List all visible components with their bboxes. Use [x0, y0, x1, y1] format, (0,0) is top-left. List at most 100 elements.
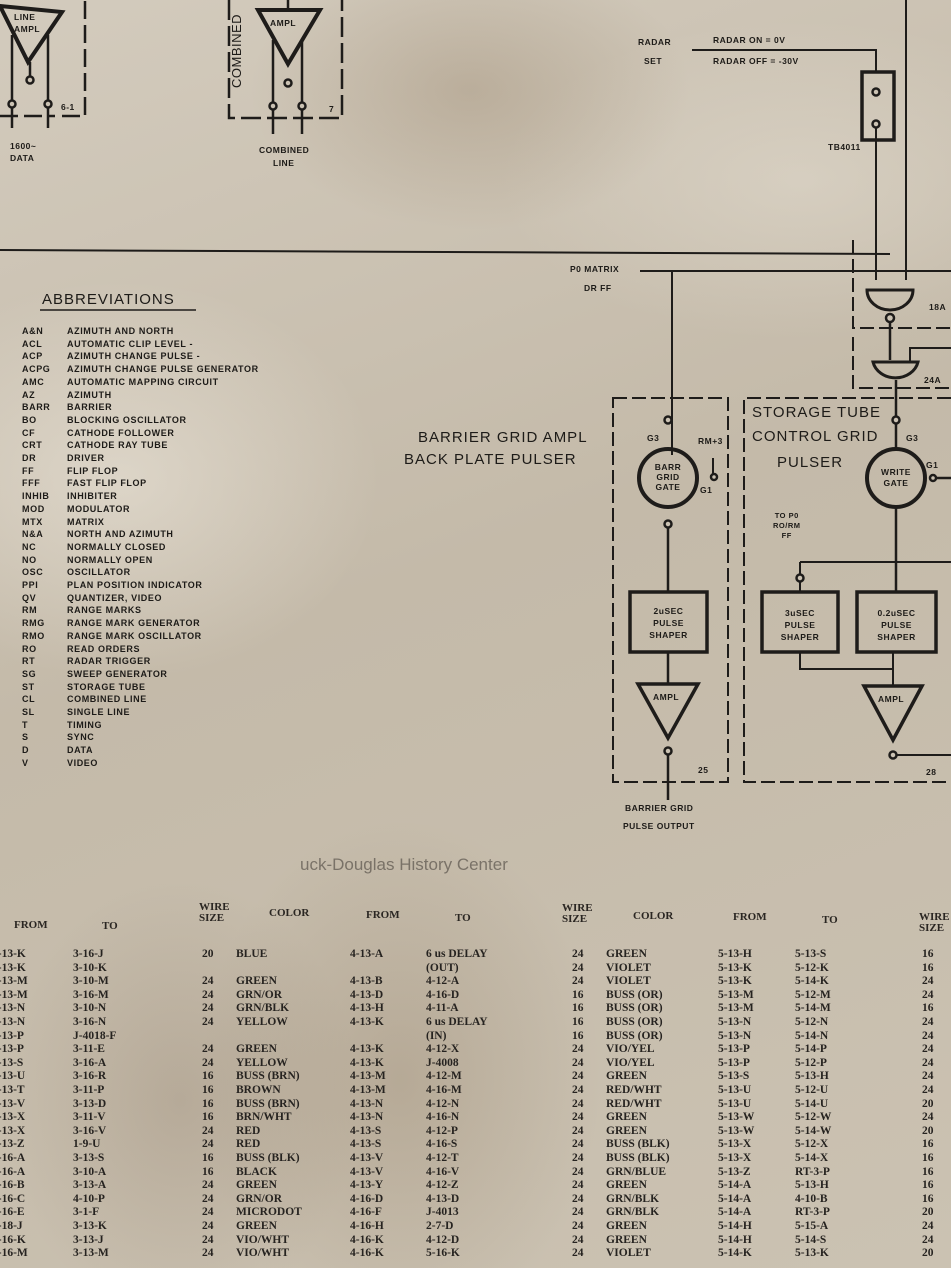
abbreviation-meaning: MODULATOR [67, 503, 131, 514]
wire-size-cell: 24 [202, 1192, 214, 1205]
gate-24a-label: 24A [924, 375, 942, 385]
from-cell: 3-13-S [0, 1056, 24, 1069]
abbreviation-code: CL [22, 694, 36, 705]
from-cell: 3-16-K [0, 1233, 26, 1246]
wire-size-cell: 20 [922, 1206, 934, 1219]
wire-size-cell: 24 [572, 948, 584, 960]
from-cell: 3-13-Z [0, 1138, 25, 1151]
to-cell: 5-12-K [795, 961, 829, 974]
wire-size-cell: 24 [202, 1056, 214, 1069]
abbreviation-code: BO [22, 414, 37, 425]
gate-18a-label: 18A [929, 302, 947, 312]
to-cell: 5-14-W [795, 1124, 832, 1137]
from-cell: 5-13-M [718, 988, 754, 1001]
color-cell: GRN/OR [236, 1192, 282, 1205]
abbreviation-meaning: CATHODE FOLLOWER [67, 427, 175, 438]
to-cell: 4-16-N [426, 1111, 460, 1124]
abbreviation-code: A&N [22, 326, 44, 336]
header-color: COLOR [633, 910, 674, 922]
to-cell: 5-14-K [795, 975, 829, 988]
color-cell: GREEN [236, 1179, 277, 1192]
from-cell: 3-13-N [0, 1016, 26, 1028]
to-cell: 4-16-V [426, 1165, 460, 1178]
to-cell: 5-12-P [795, 1056, 827, 1069]
color-cell: RED [236, 1124, 261, 1137]
from-cell: 4-13-H [350, 1002, 384, 1015]
color-cell: VIO/YEL [606, 1056, 655, 1069]
from-cell: 4-13-A [350, 948, 384, 960]
barrier-ampl-triangle [635, 682, 701, 742]
abbreviation-code: BARR [22, 402, 51, 413]
barrier-g3-label: G3 [647, 433, 660, 443]
wire-size-cell: 16 [572, 1002, 584, 1015]
color-cell: VIOLET [606, 961, 651, 974]
to-cell: 5-13-S [795, 948, 827, 960]
to-cell: 5-13-K [795, 1247, 829, 1260]
to-cell: 3-13-J [73, 1233, 104, 1246]
color-cell: VIO/WHT [236, 1233, 290, 1246]
to-cell: 4-13-D [426, 1192, 460, 1205]
wire-size-cell: 24 [922, 1056, 934, 1069]
storage-title-2: CONTROL GRID [752, 428, 879, 445]
wire-size-cell: 16 [922, 1179, 934, 1192]
0-2usec-pulse-shaper-box [855, 590, 938, 654]
wire-size-cell: 16 [202, 1097, 214, 1110]
from-cell: 4-13-V [350, 1165, 384, 1178]
to-cell: 4-10-P [73, 1192, 105, 1205]
combined-line-label-2: LINE [273, 158, 295, 168]
from-cell: 4-13-D [350, 988, 384, 1001]
from-cell: 3-16-A [0, 1152, 26, 1164]
wire-size-cell: 24 [572, 1056, 584, 1069]
abbreviation-meaning: FLIP FLOP [67, 465, 119, 476]
to-cell: 5-14-N [795, 1029, 829, 1042]
color-cell: BUSS (BLK) [236, 1152, 300, 1164]
wire-size-cell: 24 [202, 1179, 214, 1192]
color-cell: YELLOW [236, 1056, 288, 1069]
color-cell: GREEN [606, 1070, 647, 1083]
header-from: FROM [14, 919, 48, 931]
from-cell: 5-13-U [718, 1097, 752, 1110]
from-cell: 5-14-A [718, 1206, 752, 1219]
wire-size-cell: 16 [202, 1111, 214, 1124]
wire-size-cell: 24 [572, 1247, 584, 1260]
header-color: COLOR [269, 907, 310, 919]
wire-size-cell: 16 [202, 1084, 214, 1096]
tb4011-label: TB4011 [828, 142, 861, 152]
to-cell: 3-10-N [73, 1002, 107, 1015]
color-cell: BLUE [236, 948, 268, 960]
from-cell: 5-13-K [718, 975, 752, 988]
abbreviation-code: PPI [22, 580, 39, 590]
from-cell: 3-13-N [0, 1002, 26, 1015]
barrier-output-label-2: PULSE OUTPUT [623, 821, 695, 831]
from-cell: 4-16-K [350, 1233, 384, 1246]
abbreviation-code: ACPG [22, 364, 51, 375]
color-cell: RED/WHT [606, 1084, 662, 1096]
from-cell: 4-13-Y [350, 1179, 384, 1192]
header-to: TO [822, 914, 838, 926]
color-cell: GREEN [236, 1220, 277, 1232]
color-cell: VIO/YEL [606, 1043, 655, 1056]
combined-vertical-label: COMBINED [229, 13, 244, 88]
from-cell: 5-14-H [718, 1220, 752, 1232]
wire-size-cell: 16 [922, 1165, 934, 1178]
data-freq-label: 1600~ [10, 141, 37, 151]
to-cell: 1-9-U [73, 1138, 101, 1151]
wire-size-cell: 24 [202, 975, 214, 988]
abbreviation-code: NC [22, 541, 37, 552]
abbreviation-meaning: CATHODE RAY TUBE [67, 440, 168, 451]
color-cell: VIOLET [606, 1247, 651, 1260]
from-cell: 3-13-P [0, 1043, 24, 1056]
block-number-28: 28 [926, 767, 937, 777]
wire-size-cell: 24 [572, 1220, 584, 1232]
abbreviation-meaning: SINGLE LINE [67, 707, 131, 717]
to-cell: 3-10-M [73, 975, 109, 988]
to-cell: 3-16-M [73, 988, 109, 1001]
from-cell: 4-16-F [350, 1206, 382, 1219]
abbreviation-meaning: READ ORDERS [67, 643, 141, 654]
from-cell: 3-13-P [0, 1029, 24, 1042]
to-cell: 3-16-N [73, 1016, 107, 1028]
wire-size-cell: 16 [572, 1016, 584, 1028]
block-number-6-1: 6-1 [61, 102, 75, 112]
